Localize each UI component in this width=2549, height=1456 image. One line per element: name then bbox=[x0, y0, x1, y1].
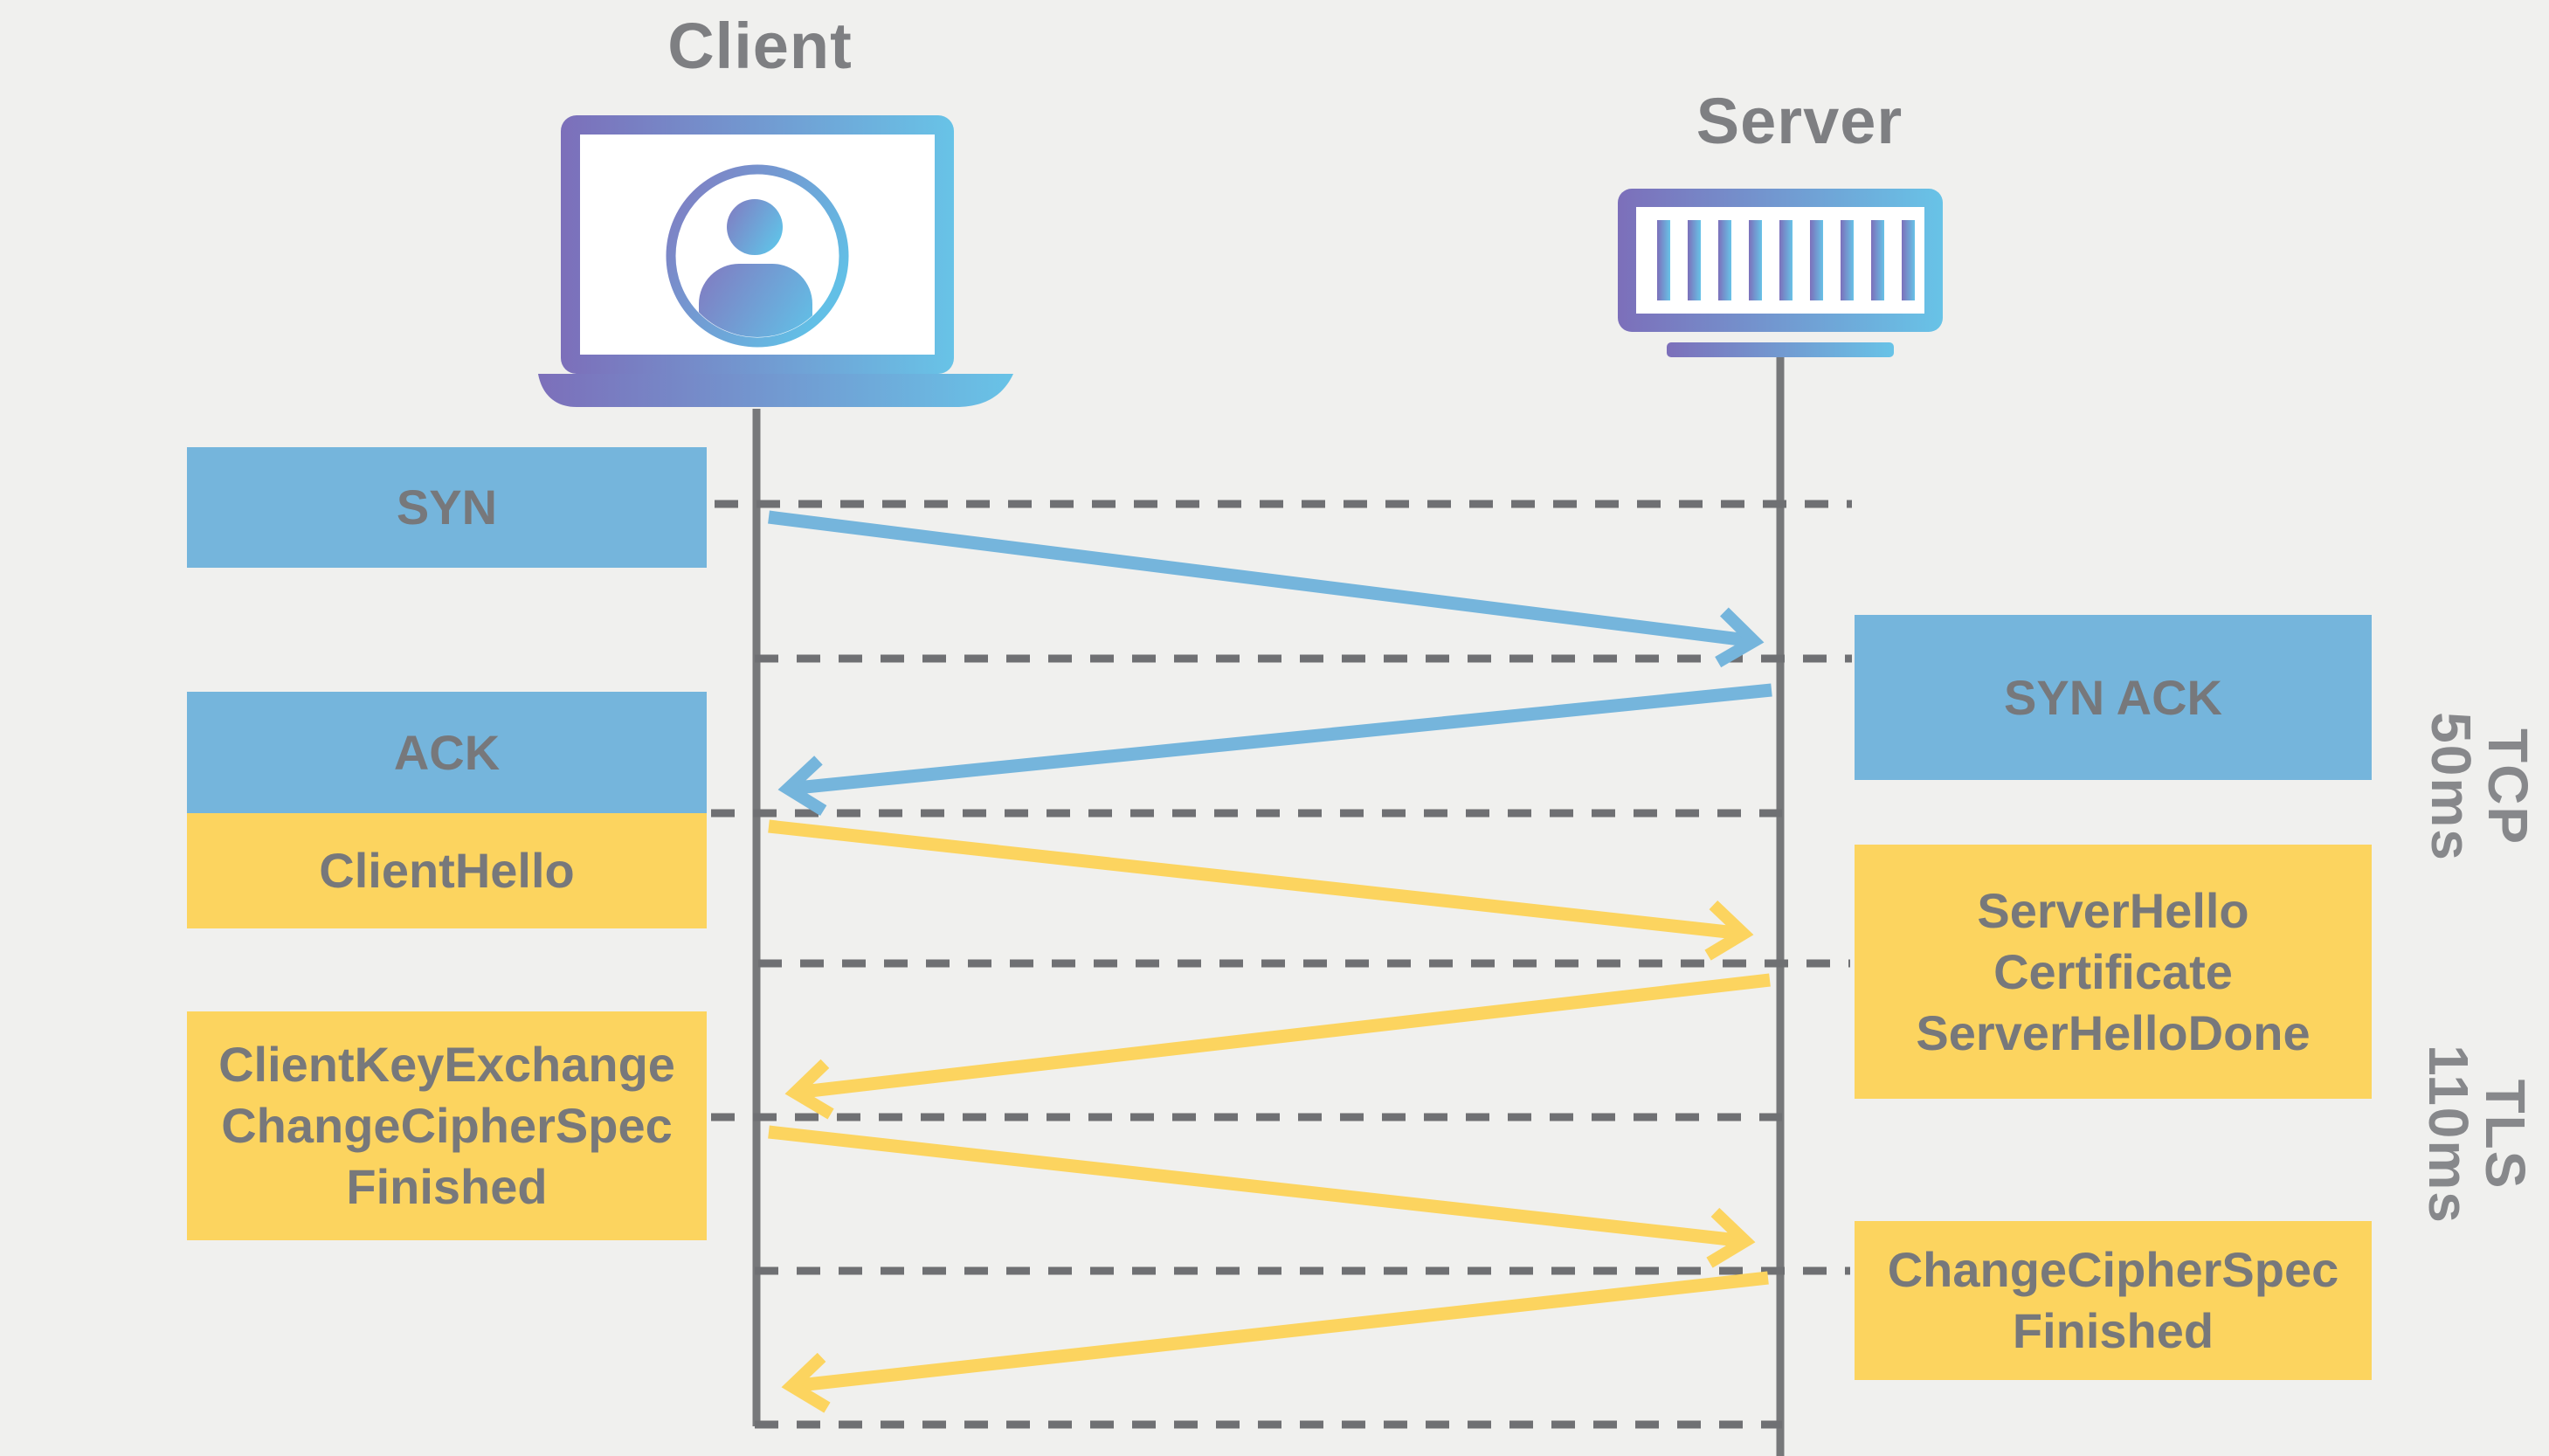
message-box-ack: ACK bbox=[187, 692, 707, 813]
arrow-clientkeyexchange bbox=[768, 1125, 1756, 1268]
message-arrows bbox=[768, 510, 1772, 1413]
arrow-changecipherspec bbox=[781, 1271, 1769, 1413]
phase-protocol: TLS bbox=[2474, 1079, 2538, 1190]
phase-duration: 50ms bbox=[2420, 712, 2483, 862]
client-title: Client bbox=[667, 10, 853, 82]
phase-protocol: TCP bbox=[2476, 728, 2540, 845]
arrow-clienthello bbox=[768, 819, 1754, 961]
arrow-syn bbox=[768, 510, 1765, 668]
message-box-serverhello: ServerHello Certificate ServerHelloDone bbox=[1855, 845, 2372, 1099]
message-box-changecipherspec-finished: ChangeCipherSpec Finished bbox=[1855, 1221, 2372, 1380]
arrow-serverhello bbox=[784, 973, 1771, 1120]
person-icon bbox=[699, 199, 812, 337]
laptop-user-icon bbox=[538, 115, 1013, 407]
phase-label-tls: TLS 110ms bbox=[2413, 1019, 2540, 1250]
phase-label-tcp: TCP 50ms bbox=[2415, 672, 2543, 902]
server-slots-icon bbox=[1657, 220, 1915, 300]
message-box-clientkeyexchange: ClientKeyExchange ChangeCipherSpec Finis… bbox=[187, 1011, 707, 1240]
server-rack-icon bbox=[1618, 189, 1943, 357]
arrow-synack bbox=[777, 683, 1772, 817]
dashed-timeline-rules bbox=[711, 500, 1852, 1429]
phase-duration: 110ms bbox=[2417, 1045, 2480, 1225]
message-box-syn: SYN bbox=[187, 447, 707, 568]
server-title: Server bbox=[1696, 85, 1903, 157]
message-box-clienthello: ClientHello bbox=[187, 813, 707, 928]
message-box-synack: SYN ACK bbox=[1855, 615, 2372, 780]
server-stand-icon bbox=[1667, 342, 1894, 357]
